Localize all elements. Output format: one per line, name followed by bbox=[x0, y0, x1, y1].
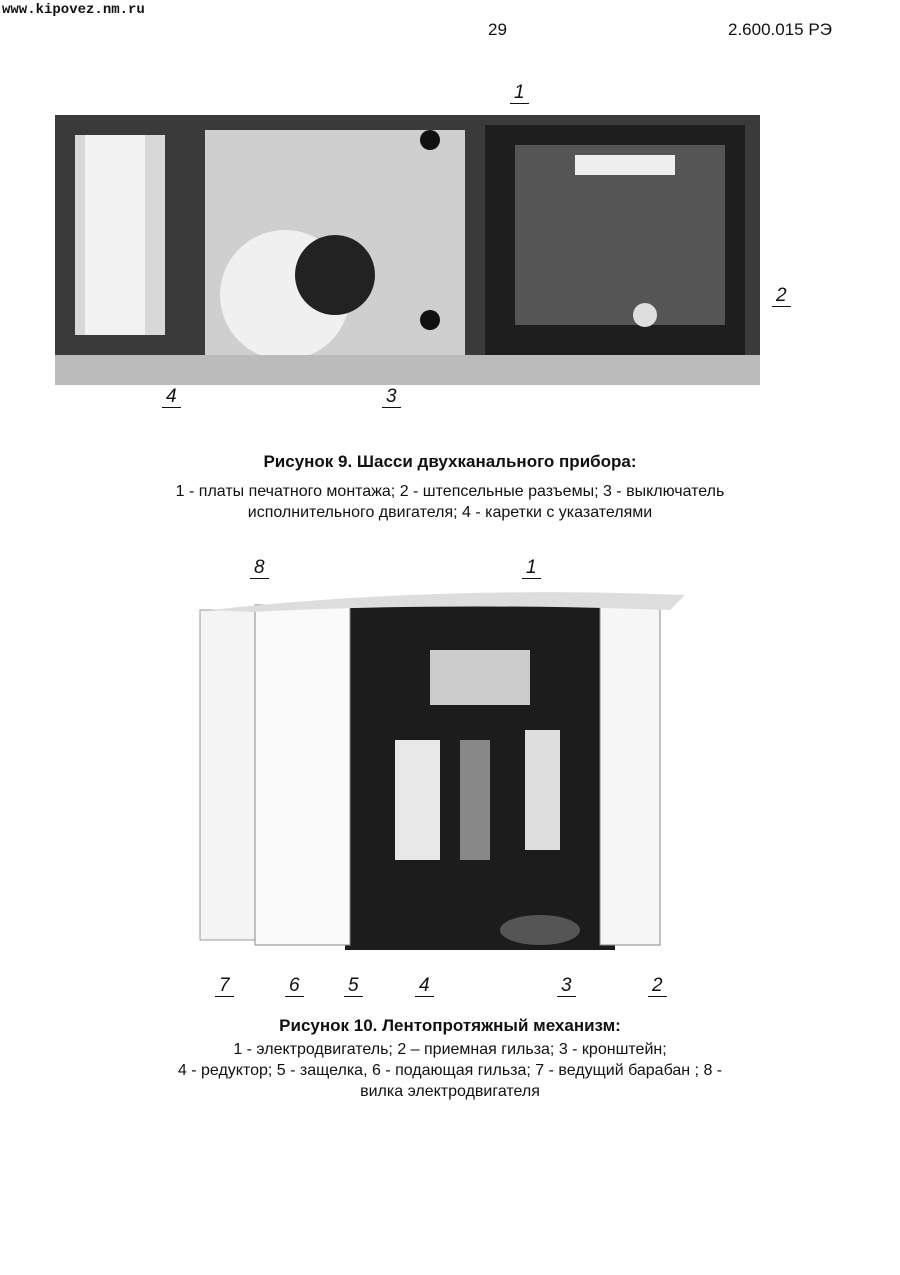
chassis-photo-illustration bbox=[55, 115, 760, 385]
figure-9-photo bbox=[55, 115, 760, 385]
tape-mechanism-photo-illustration bbox=[199, 592, 685, 950]
page-number: 29 bbox=[488, 20, 507, 39]
figure-10-photo bbox=[190, 590, 690, 960]
figure-10-callout-4: 4 bbox=[415, 975, 434, 997]
figure-9-legend-line-2: исполнительного двигателя; 4 - каретки с… bbox=[247, 504, 653, 521]
figure-9-callout-3: 3 bbox=[382, 386, 401, 408]
figure-10-legend-line-1: 1 - электродвигатель; 2 – приемная гильз… bbox=[233, 1041, 667, 1058]
figure-9-callout-2: 2 bbox=[772, 285, 791, 307]
figure-9-callout-1: 1 bbox=[510, 82, 529, 104]
figure-10-legend-line-3: вилка электродвигателя bbox=[360, 1083, 540, 1100]
site-url: www.kipovez.nm.ru bbox=[2, 2, 145, 18]
figure-10-callout-3: 3 bbox=[557, 975, 576, 997]
figure-9-caption-title: Рисунок 9. Шасси двухканального прибора: bbox=[263, 452, 637, 471]
figure-10-callout-5: 5 bbox=[344, 975, 363, 997]
figure-10-callout-6: 6 bbox=[285, 975, 304, 997]
figure-10-callout-8: 8 bbox=[250, 557, 269, 579]
figure-9-callout-4: 4 bbox=[162, 386, 181, 408]
figure-10-caption-title: Рисунок 10. Лентопротяжный механизм: bbox=[279, 1016, 621, 1035]
figure-10-legend-line-2: 4 - редуктор; 5 - защелка, 6 - подающая … bbox=[177, 1062, 723, 1079]
document-id: 2.600.015 РЭ bbox=[728, 20, 832, 39]
figure-10-callout-1: 1 bbox=[522, 557, 541, 579]
figure-10-callout-7: 7 bbox=[215, 975, 234, 997]
figure-10-callout-2: 2 bbox=[648, 975, 667, 997]
figure-9-legend-line-1: 1 - платы печатного монтажа; 2 - штепсел… bbox=[175, 483, 725, 500]
